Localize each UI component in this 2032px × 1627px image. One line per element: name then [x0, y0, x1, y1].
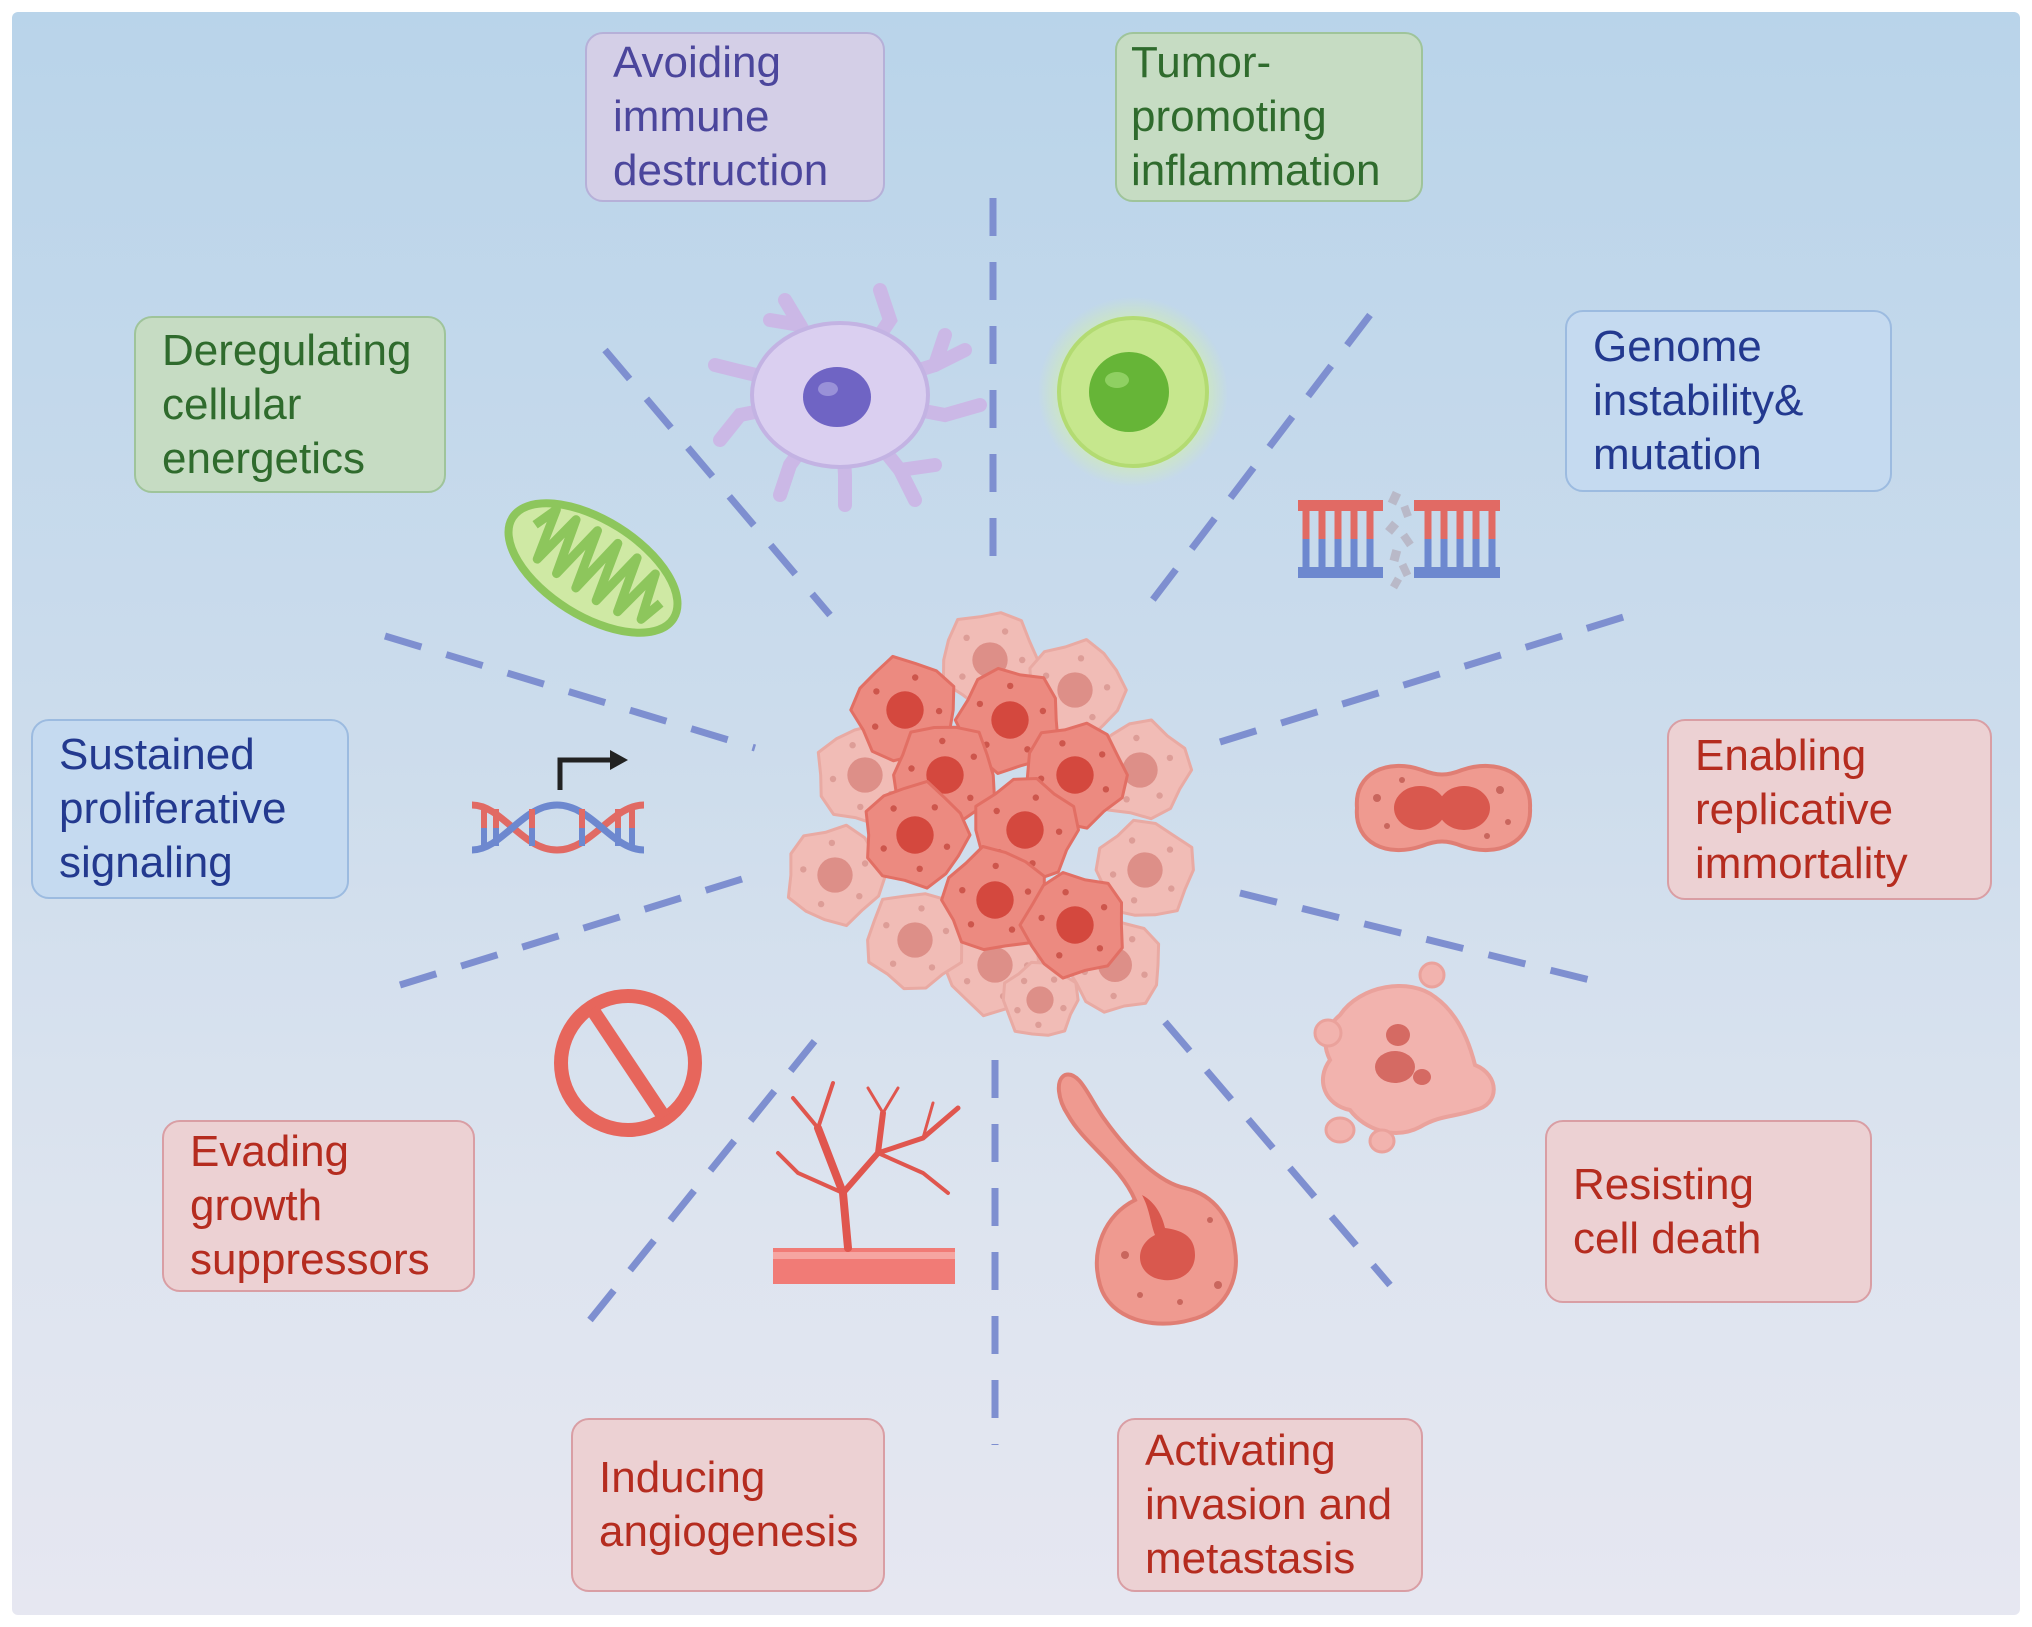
prohibition-icon: [554, 989, 702, 1137]
hallmark-genome-instability: Genome instability& mutation: [1565, 310, 1892, 492]
dendritic-cell-icon: [708, 283, 987, 512]
immune-cell-icon: [1038, 297, 1228, 487]
tumor-cell: [1018, 871, 1124, 980]
hallmark-label: Inducing angiogenesis: [599, 1453, 859, 1556]
hallmark-resisting-cell-death: Resisting cell death: [1545, 1120, 1872, 1303]
hallmark-label: Activating invasion and metastasis: [1145, 1426, 1393, 1583]
hallmark-label: Tumor- promoting inflammation: [1131, 38, 1381, 195]
hallmark-label: Sustained proliferative signaling: [59, 730, 287, 887]
migrating-cell-icon: [1056, 1072, 1238, 1326]
divider-line-lower-left: [398, 871, 757, 989]
tumor-cell: [866, 892, 964, 991]
apoptotic-cell-icon: [1313, 961, 1496, 1154]
hallmark-activating-invasion-metastasis: Activating invasion and metastasis: [1117, 1418, 1423, 1592]
hallmark-tumor-promoting-inflammation: Tumor- promoting inflammation: [1115, 32, 1423, 202]
tumor-cell: [864, 779, 972, 890]
hallmark-enabling-replicative-immortality: Enabling replicative immortality: [1667, 719, 1992, 900]
hallmark-label: Enabling replicative immortality: [1695, 730, 1908, 888]
broken-dna-icon: [1298, 490, 1500, 590]
divider-line-upper-left: [383, 632, 757, 752]
dividing-cell-icon: [1354, 764, 1533, 852]
divider-line-bottom-right: [1162, 1019, 1393, 1288]
divider-line-upper-right: [1218, 611, 1632, 746]
hallmark-label: Genome instability& mutation: [1593, 322, 1804, 479]
hallmark-label: Avoiding immune destruction: [613, 38, 829, 195]
hallmark-label: Evading growth suppressors: [190, 1127, 430, 1284]
tumor-cluster-icon: [786, 611, 1195, 1037]
hallmark-sustained-proliferative-signaling: Sustained proliferative signaling: [31, 719, 349, 899]
hallmark-label: Resisting cell death: [1573, 1159, 1762, 1263]
tumor-cell: [1094, 818, 1195, 917]
tumor-cell: [940, 845, 1046, 952]
mitochondrion-icon: [504, 499, 682, 637]
tumor-cell: [786, 823, 888, 928]
hallmark-avoiding-immune-destruction: Avoiding immune destruction: [585, 32, 885, 202]
hallmark-evading-growth-suppressors: Evading growth suppressors: [162, 1120, 475, 1292]
hallmark-deregulating-cellular-energetics: Deregulating cellular energetics: [134, 316, 446, 493]
hallmark-label: Deregulating cellular energetics: [162, 325, 412, 483]
hallmark-inducing-angiogenesis: Inducing angiogenesis: [571, 1418, 885, 1592]
divider-lines: [383, 198, 1632, 1445]
blood-vessel-icon: [773, 1081, 961, 1284]
divider-line-top-left: [602, 347, 833, 618]
dna-promoter-icon: [471, 750, 645, 854]
